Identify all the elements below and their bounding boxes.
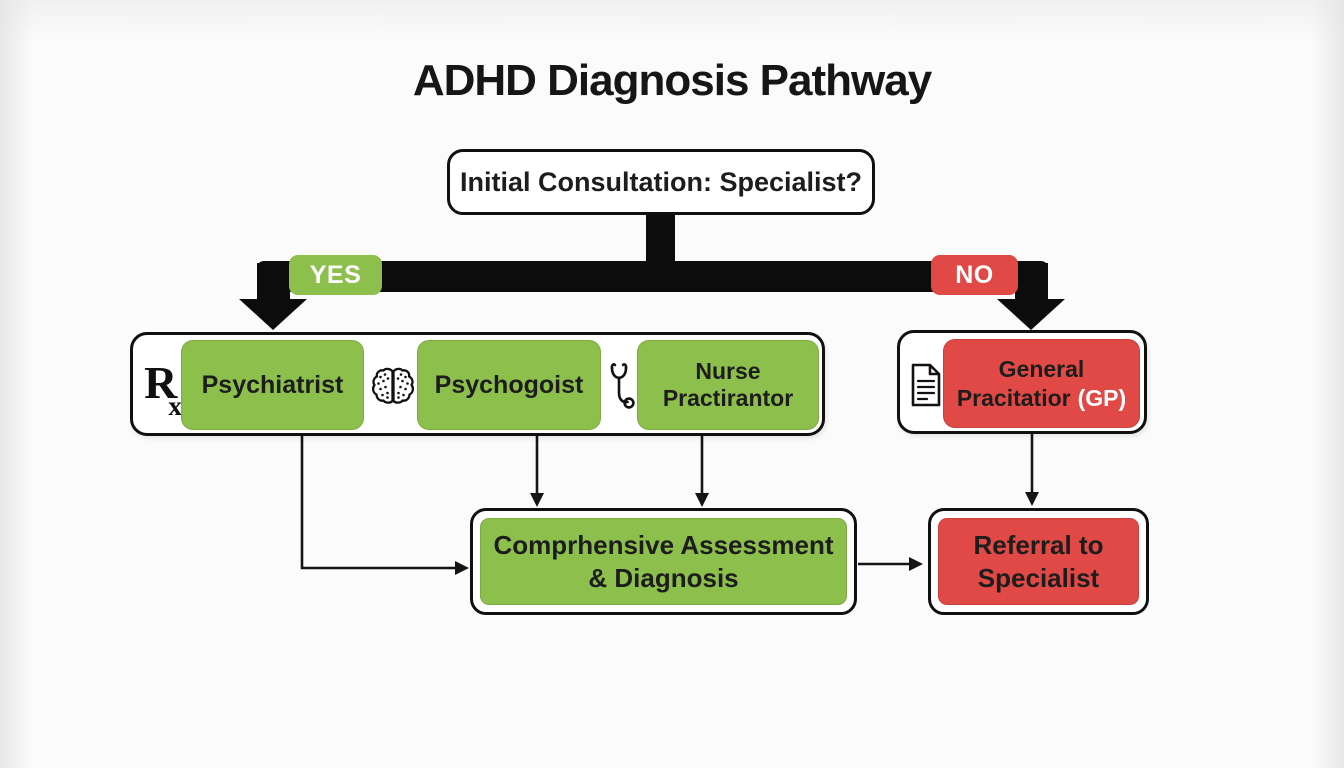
no-arrowhead: [997, 299, 1065, 330]
psychologist-node: Psychogoist: [417, 340, 601, 430]
page-title: ADHD Diagnosis Pathway: [412, 56, 932, 105]
referral-node: Referral to Specialist: [938, 518, 1139, 605]
no-branch-label: NO: [931, 255, 1018, 295]
decision-box-initial-consultation: Initial Consultation: Specialist?: [447, 149, 875, 215]
gp-suffix: (GP): [1077, 384, 1127, 411]
brain-icon: [371, 366, 415, 406]
gp-group-box: General Pracitatior(GP): [897, 330, 1147, 434]
specialist-group-box: Rx Psychiatrist P: [130, 332, 825, 436]
assessment-label: Comprhensive Assessment & Diagnosis: [493, 530, 834, 593]
nurse-practitioner-label: Nurse Practirantor: [662, 357, 794, 411]
document-icon: [908, 361, 944, 408]
thin-connectors: [300, 434, 1034, 570]
thin-arrowheads: [455, 492, 1039, 575]
stethoscope-icon: [604, 362, 636, 412]
psychiatrist-label: Psychiatrist: [201, 370, 344, 399]
yes-branch-label: YES: [289, 255, 382, 295]
referral-outcome-box: Referral to Specialist: [928, 508, 1149, 615]
assessment-node: Comprhensive Assessment & Diagnosis: [480, 518, 847, 605]
referral-label: Referral to Specialist: [973, 530, 1104, 593]
psychiatrist-connector: [300, 436, 456, 570]
gp-label: General Pracitatior(GP): [956, 355, 1127, 411]
branch-bar: [239, 213, 1065, 330]
rx-prescription-icon: Rx: [144, 357, 182, 421]
nurse-practitioner-node: Nurse Practirantor: [637, 340, 819, 430]
psychiatrist-node: Psychiatrist: [181, 340, 364, 430]
decision-label: Initial Consultation: Specialist?: [459, 166, 863, 197]
yes-arrowhead: [239, 299, 307, 330]
gp-node: General Pracitatior(GP): [943, 339, 1140, 428]
assessment-outcome-box: Comprhensive Assessment & Diagnosis: [470, 508, 857, 615]
psychologist-label: Psychogoist: [434, 370, 584, 399]
